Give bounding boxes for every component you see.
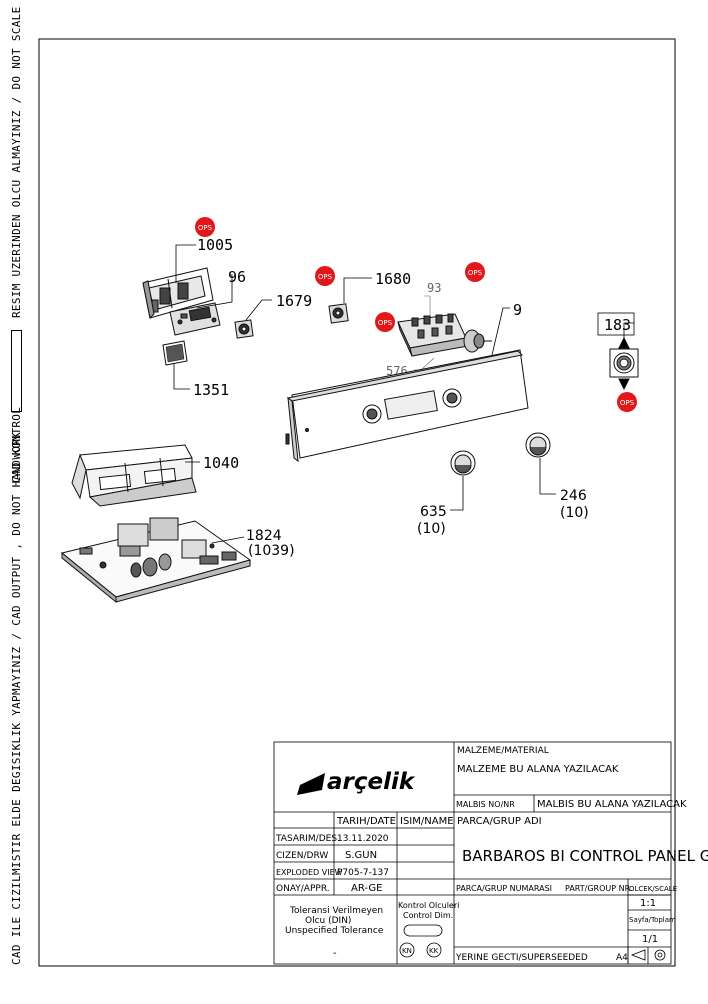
tolerance-line-3: Unspecified Tolerance	[285, 926, 384, 936]
part-246-knob	[525, 432, 551, 458]
svg-text:OPS: OPS	[620, 399, 635, 407]
ops-badge-1005: OPS	[195, 217, 215, 237]
label-93: 93	[427, 281, 441, 295]
material-value: MALZEME BU ALANA YAZILACAK	[457, 764, 619, 775]
group-name-label: PARCA/GRUP ADI	[457, 816, 542, 827]
tolerance-line-1: Toleransi Verilmeyen	[289, 906, 383, 916]
row-label-approval: ONAY/APPR.	[276, 884, 330, 894]
material-header: MALZEME/MATERIAL	[457, 746, 549, 756]
name-header: ISIM/NAME	[400, 816, 454, 827]
label-635: 635	[420, 504, 447, 520]
label-box-183	[597, 312, 635, 336]
title-block	[273, 741, 672, 965]
svg-text:OPS: OPS	[468, 269, 483, 277]
row-date-exploded: P705-7-137	[337, 868, 389, 878]
label-1679: 1679	[276, 292, 312, 310]
part-1824-power-board	[60, 517, 252, 604]
projection-symbol	[630, 949, 666, 961]
side-note-handwork: CAD ILE CIZILMISTIR ELDE DEGISIKLIK YAPM…	[10, 431, 23, 965]
group-name-value: BARBAROS BI CONTROL PANEL GR	[462, 847, 708, 865]
label-1351: 1351	[193, 381, 229, 399]
label-246-sub: (10)	[560, 505, 589, 521]
row-date-approval: AR-GE	[351, 883, 382, 894]
tolerance-line-2: Olcu (DIN)	[305, 916, 351, 926]
label-1680: 1680	[375, 270, 411, 288]
part-635-knob	[450, 450, 476, 476]
part-1005-bracket	[142, 267, 214, 320]
tolerance-value: -	[333, 948, 337, 959]
part-1680-switch	[328, 303, 349, 324]
sheet-label: Sayfa/Toplam	[629, 916, 676, 924]
malbis-value: MALBIS BU ALANA YAZILACAK	[537, 799, 687, 810]
part-1040-bracket	[71, 444, 197, 507]
label-1040: 1040	[203, 454, 239, 472]
ops-badge-183: OPS	[617, 392, 637, 412]
paper-size: A4	[616, 953, 628, 963]
label-183: 183	[604, 316, 631, 334]
scale-value: 1:1	[640, 898, 656, 909]
label-1824: 1824	[246, 528, 282, 544]
row-date-design: 13.11.2020	[337, 834, 389, 844]
brand-logo: arçelik	[297, 769, 416, 795]
cad-control-box	[11, 330, 22, 412]
side-note-cad-control: CAD KONTROL	[10, 406, 23, 483]
control-kk: KK	[429, 947, 439, 955]
side-note-do-not-scale: RESIM UZERINDEN OLCU ALMAYINIZ / DO NOT …	[10, 6, 23, 318]
part-1679-switch	[234, 319, 254, 339]
part-96-display-board	[169, 302, 221, 336]
part-183-knob-ring	[609, 336, 639, 391]
label-635-sub: (10)	[417, 521, 446, 537]
group-no-label: PARCA/GRUP NUMARASI	[456, 884, 552, 893]
label-1824-sub: (1039)	[248, 543, 295, 559]
date-header: TARIH/DATE	[336, 816, 396, 827]
control-line-1: Kontrol Olculeri	[398, 901, 459, 910]
svg-text:OPS: OPS	[378, 319, 393, 327]
part-group-label: PART/GROUP NR.	[565, 884, 632, 893]
control-line-2: Control Dim.	[403, 911, 453, 920]
ops-badge-1679: OPS	[315, 266, 335, 286]
svg-text:arçelik: arçelik	[327, 769, 416, 795]
sheet-border	[38, 38, 676, 967]
malbis-label: MALBIS NO/NR	[456, 800, 515, 809]
label-246: 246	[560, 488, 587, 504]
svg-text:OPS: OPS	[198, 224, 213, 232]
row-label-exploded: EXPLODED VIEW	[276, 868, 343, 877]
row-label-design: TASARIM/DES.	[275, 834, 340, 844]
control-kn: KN	[402, 947, 412, 955]
row-date-drawn: S.GUN	[345, 850, 377, 861]
label-9: 9	[513, 301, 522, 319]
row-label-drawn: CIZEN/DRW	[276, 851, 328, 861]
label-1005: 1005	[197, 236, 233, 254]
part-93-selector-switch	[397, 313, 492, 357]
label-96: 96	[228, 268, 246, 286]
scale-label: OLCEK/SCALE	[629, 885, 677, 893]
ops-badge-576: OPS	[375, 312, 395, 332]
ops-badge-93: OPS	[465, 262, 485, 282]
superseded-label: YERINE GECTI/SUPERSEEDED	[455, 953, 588, 963]
part-9-control-panel	[285, 349, 529, 463]
part-1351-lens	[162, 340, 188, 366]
sheet-value: 1/1	[642, 934, 658, 945]
svg-text:OPS: OPS	[318, 273, 333, 281]
